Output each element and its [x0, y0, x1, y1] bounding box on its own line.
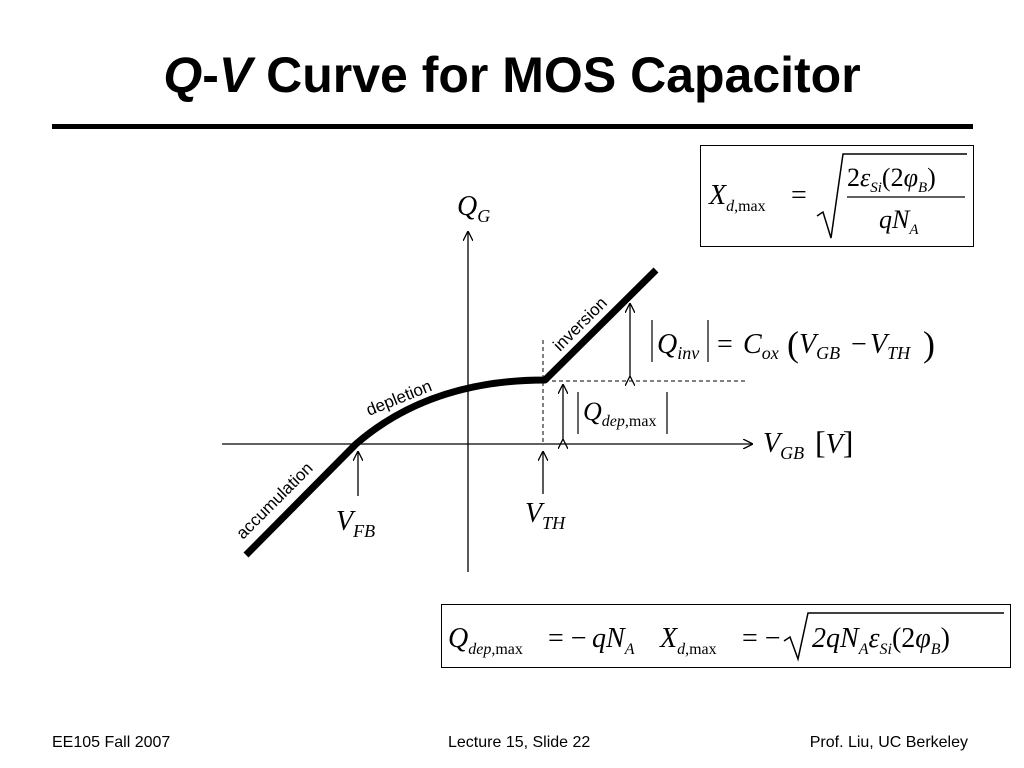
- qdep-max-equation: Qdep,max = − qNA Xd,max = − 2qNAεSi(2φB): [448, 612, 1004, 662]
- svg-text:VGB: VGB: [799, 329, 840, 363]
- xd-max-equation: Xd,max = 2εSi(2φB) qNA: [708, 153, 967, 239]
- title-divider: [52, 124, 973, 129]
- svg-text:qNA: qNA: [879, 205, 919, 238]
- svg-text:2εSi(2φB): 2εSi(2φB): [847, 163, 936, 196]
- qdep-max-label: Qdep,max: [577, 392, 668, 434]
- footer-author: Prof. Liu, UC Berkeley: [809, 734, 968, 751]
- svg-text:(: (: [787, 324, 799, 364]
- svg-text:Qinv: Qinv: [657, 329, 699, 363]
- svg-text:= −: = −: [742, 623, 781, 654]
- svg-text:−: −: [851, 329, 867, 360]
- vth-label: VTH: [525, 498, 566, 533]
- svg-text:Cox: Cox: [743, 329, 779, 363]
- y-axis-label: QG: [457, 191, 490, 226]
- qdep-max-equation-box: Qdep,max = − qNA Xd,max = − 2qNAεSi(2φB): [441, 604, 1011, 668]
- xd-max-equation-box: Xd,max = 2εSi(2φB) qNA: [700, 145, 974, 247]
- qinv-equation: Qinv = Cox ( VGB − VTH ): [651, 320, 935, 364]
- svg-text:VTH: VTH: [870, 329, 911, 363]
- svg-text:=: =: [791, 180, 807, 211]
- svg-text:Qdep,max: Qdep,max: [448, 623, 523, 658]
- footer-slide-number: Lecture 15, Slide 22: [448, 734, 591, 751]
- svg-text:Xd,max: Xd,max: [659, 623, 717, 658]
- svg-text:): ): [923, 324, 935, 364]
- qv-curve: [243, 267, 659, 558]
- title-rest: Curve for MOS Capacitor: [252, 47, 861, 103]
- svg-text:2qNAεSi(2φB): 2qNAεSi(2φB): [812, 623, 950, 658]
- title-v: V: [218, 47, 253, 103]
- slide-title: Q-V Curve for MOS Capacitor: [0, 40, 1024, 110]
- vfb-label: VFB: [336, 506, 375, 541]
- svg-text:qNA: qNA: [592, 623, 635, 658]
- svg-text:= −: = −: [548, 623, 587, 654]
- title-dash: -: [202, 47, 219, 103]
- x-axis-unit: [V]: [815, 424, 853, 460]
- svg-text:Qdep,max: Qdep,max: [583, 397, 656, 430]
- x-axis-label: VGB: [763, 428, 804, 463]
- svg-text:=: =: [717, 329, 733, 360]
- footer-course: EE105 Fall 2007: [52, 734, 171, 751]
- svg-text:Xd,max: Xd,max: [708, 180, 766, 215]
- title-q: Q: [163, 47, 203, 103]
